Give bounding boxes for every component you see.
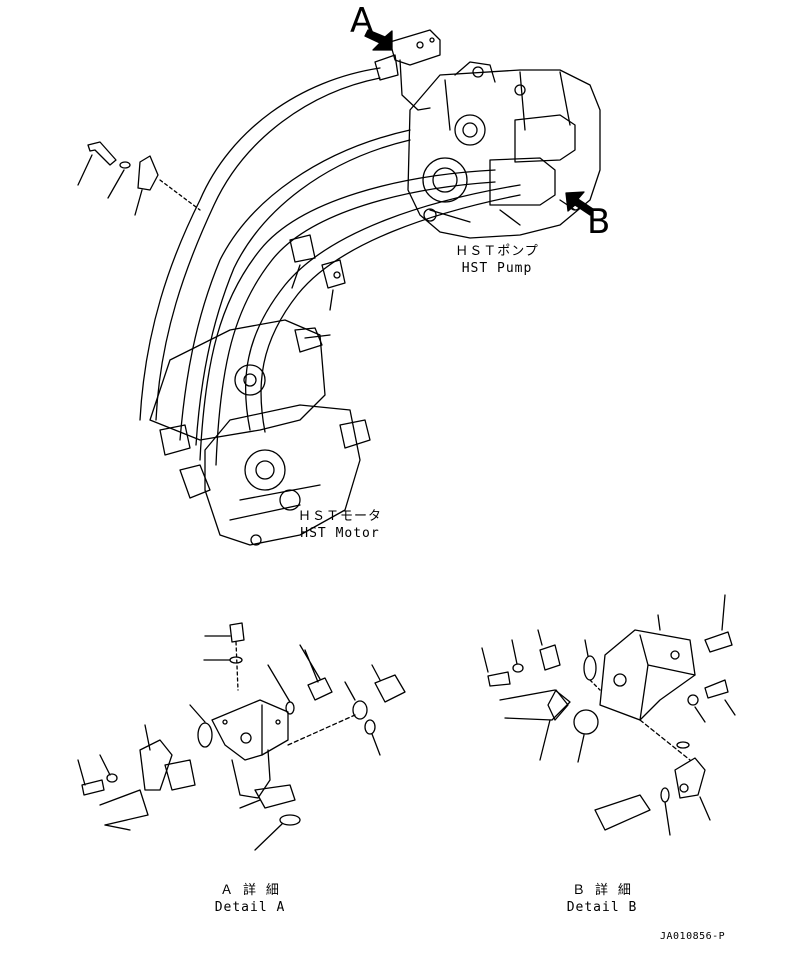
view-label-a: A <box>350 1 374 41</box>
hoses <box>139 67 521 466</box>
hose-clamp <box>289 234 346 311</box>
motor-label-jp: ＨＳＴモータ <box>297 509 382 524</box>
drawing-code: JA010856-P <box>660 931 726 942</box>
detail-b <box>481 594 736 836</box>
detail-a-label-en: Detail A <box>214 900 286 915</box>
clip-assembly <box>77 141 201 216</box>
pump-label-en: HST Pump <box>461 261 533 276</box>
detail-b-label-jp: Ｂ 詳 細 <box>572 883 632 898</box>
detail-a-label-jp: Ａ 詳 細 <box>220 883 280 898</box>
hst-pump <box>407 61 601 239</box>
arrow-b <box>565 191 594 216</box>
motor-label-en: HST Motor <box>300 526 380 541</box>
view-label-b: B <box>587 202 611 242</box>
pump-port-a-fitting <box>374 29 441 111</box>
arrow-a <box>364 29 393 51</box>
detail-a <box>77 622 406 851</box>
pump-label-jp: ＨＳＴポンプ <box>455 244 539 259</box>
hst-motor <box>149 319 371 546</box>
detail-b-label-en: Detail B <box>566 900 638 915</box>
